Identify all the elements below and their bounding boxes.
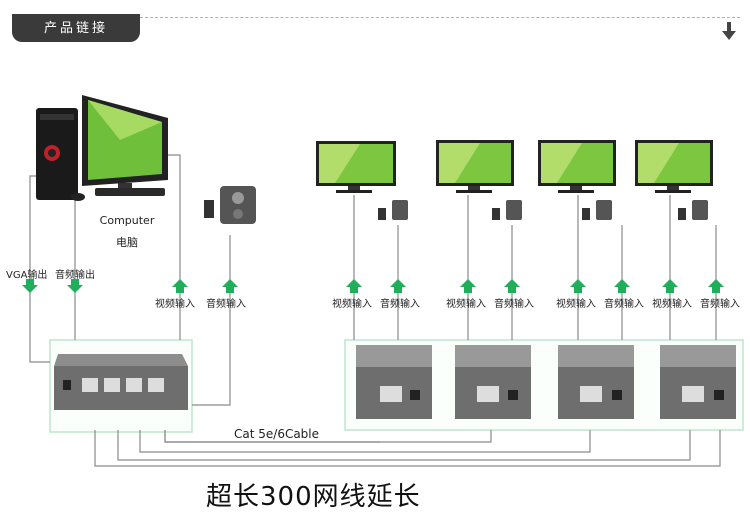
video-input-label: 视频输入: [446, 299, 486, 310]
vga-output-label: VGA输出: [6, 270, 48, 281]
video-input-label: 视频输入: [332, 299, 372, 310]
receiver-device-4: [660, 345, 736, 419]
display-2: [436, 140, 514, 193]
computer-monitor: [71, 95, 168, 201]
audio-input-label: 音频输入: [380, 299, 420, 310]
computer-label-en: Computer: [99, 214, 155, 227]
transmitter-device: [54, 354, 188, 410]
display-4: [635, 140, 713, 193]
audio-input-label: 音频输入: [700, 299, 740, 310]
receiver-device-2: [455, 345, 531, 419]
video-input-label: 视频输入: [155, 299, 195, 310]
cable-type-label: Cat 5e/6Cable: [234, 427, 320, 441]
video-input-label: 视频输入: [556, 299, 596, 310]
display-3: [538, 140, 616, 193]
scroll-down-icon[interactable]: [720, 22, 738, 42]
footer-caption: 超长300网线延长: [206, 482, 421, 512]
computer-tower: [36, 108, 78, 200]
video-input-label: 视频输入: [652, 299, 692, 310]
receiver-device-3: [558, 345, 634, 419]
audio-input-label: 音频输入: [604, 299, 644, 310]
audio-input-label: 音频输入: [206, 299, 246, 310]
signal-arrows: [22, 279, 724, 293]
audio-output-label: 音频输出: [55, 270, 95, 281]
section-title-tab: 产品链接: [12, 14, 140, 42]
audio-input-label: 音频输入: [494, 299, 534, 310]
display-1: [316, 141, 396, 193]
computer-label-cn: 电脑: [116, 236, 138, 249]
computer-speaker: [204, 186, 256, 224]
receiver-device-1: [356, 345, 432, 419]
header-dashed-divider: [140, 17, 740, 18]
